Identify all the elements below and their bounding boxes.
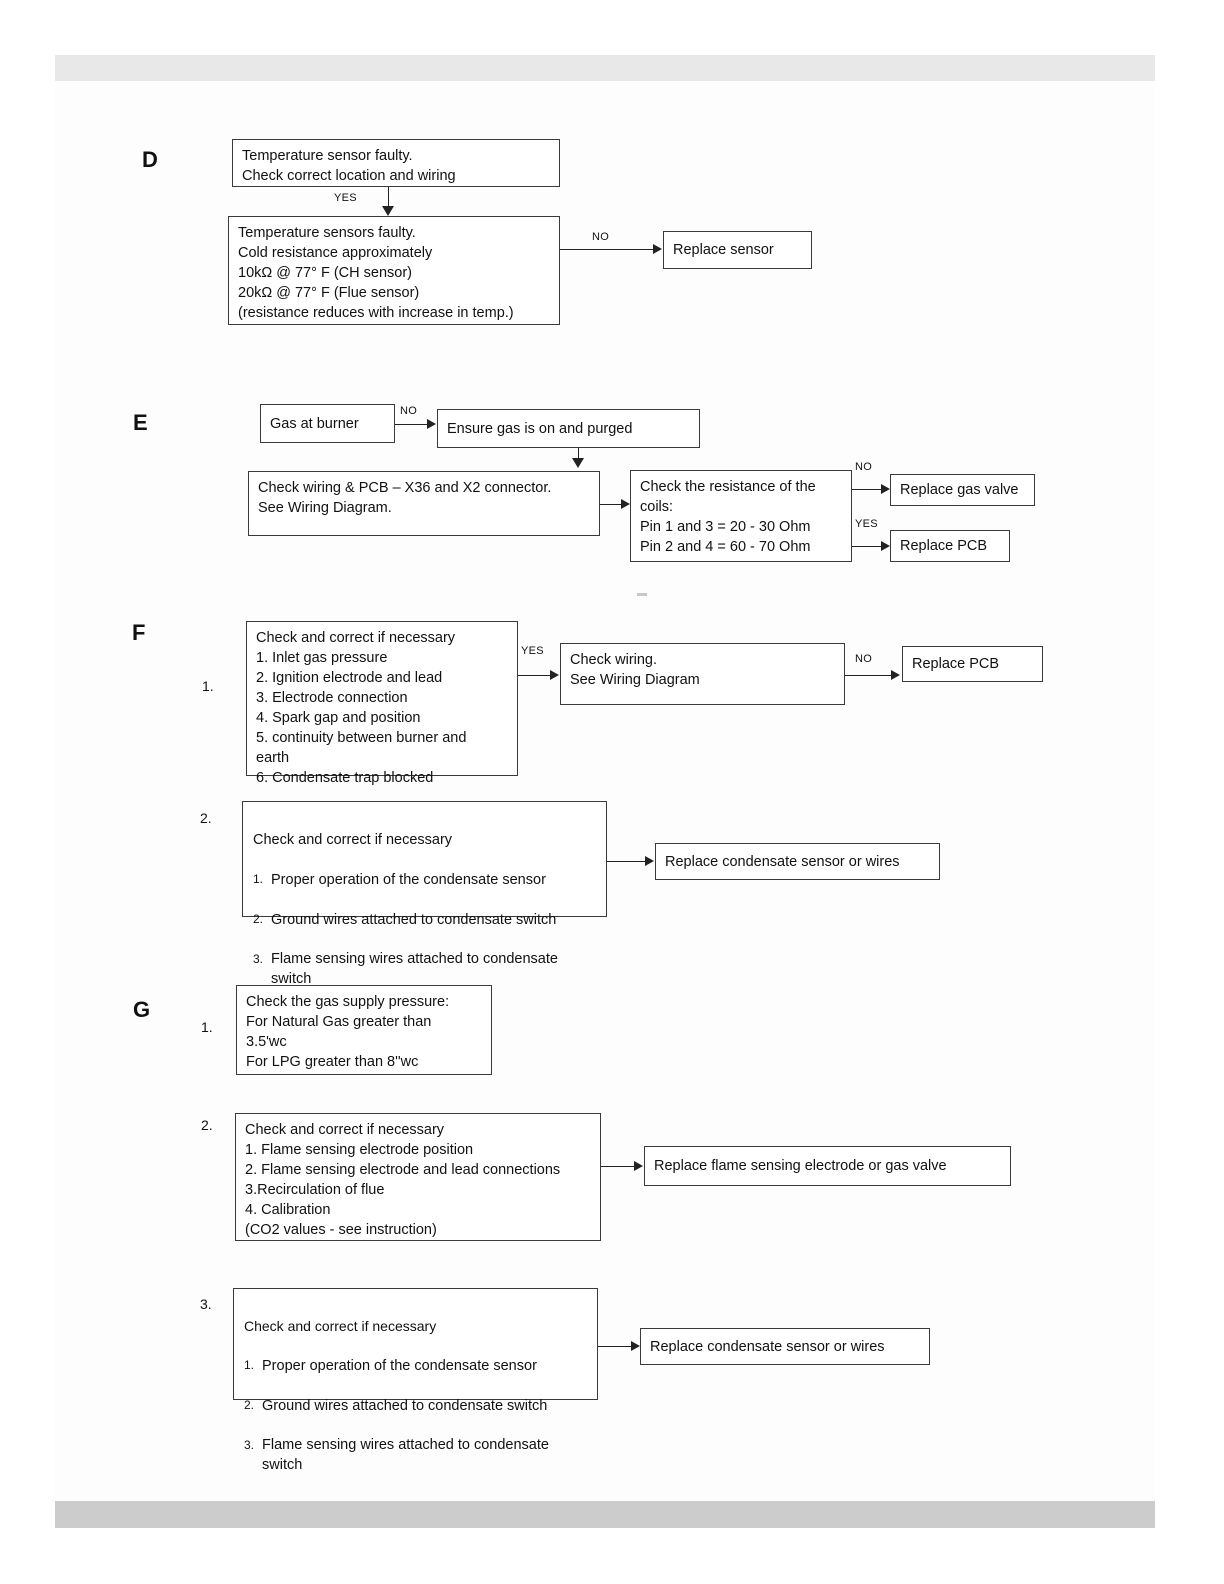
- connector-d-yes-arrowhead: [382, 206, 394, 216]
- box-f2-list-item: 3. Flame sensing wires attached to conde…: [253, 950, 596, 989]
- page-content-area: [55, 81, 1155, 1501]
- box-temperature-sensor-faulty: Temperature sensor faulty. Check correct…: [232, 139, 560, 187]
- connector-e-no-coils-arrowhead: [881, 484, 890, 494]
- edge-label-e-no-coils: NO: [855, 461, 873, 473]
- sub-number-f1: 1.: [202, 678, 214, 694]
- section-letter-d: D: [142, 147, 159, 172]
- box-temperature-sensors-detail: Temperature sensors faulty. Cold resista…: [228, 216, 560, 325]
- box-f2-replace-condensate-sensor: Replace condensate sensor or wires: [655, 843, 940, 880]
- connector-f2-arrowhead: [645, 856, 654, 866]
- box-replace-gas-valve: Replace gas valve: [890, 474, 1035, 506]
- connector-g2-arrowhead: [634, 1161, 643, 1171]
- box-g2-flame-sensing-checks: Check and correct if necessary 1. Flame …: [235, 1113, 601, 1241]
- box-f2-heading: Check and correct if necessary: [253, 832, 453, 848]
- box-g3-list-num-3: 3.: [244, 1438, 255, 1453]
- box-g3-list-item: 2. Ground wires attached to condensate s…: [244, 1396, 587, 1416]
- box-g3-list-text-2: Ground wires attached to condensate swit…: [262, 1398, 548, 1415]
- edge-label-d-no: NO: [592, 231, 610, 243]
- connector-f1-yes-line: [518, 675, 552, 676]
- connector-e-no-burner-arrowhead: [427, 419, 436, 429]
- box-f2-list-num-1: 1.: [253, 872, 264, 886]
- box-f2-list-text-3: Flame sensing wires attached to condensa…: [271, 951, 558, 987]
- box-g3-list-num-2: 2.: [244, 1398, 255, 1413]
- section-letter-e: E: [133, 410, 149, 435]
- box-g3-replace-condensate-sensor: Replace condensate sensor or wires: [640, 1328, 930, 1365]
- connector-f1-no-arrowhead: [891, 670, 900, 680]
- connector-d-no-arrowhead: [653, 244, 662, 254]
- box-f2-list-text-1: Proper operation of the condensate senso…: [271, 872, 546, 888]
- connector-d-yes-line: [388, 187, 389, 213]
- box-f1-check-wiring: Check wiring. See Wiring Diagram: [560, 643, 845, 705]
- box-g3-replace-condensate-sensor-text: Replace condensate sensor or wires: [650, 1338, 885, 1355]
- box-g3-condensate-checks: Check and correct if necessary 1. Proper…: [233, 1288, 598, 1473]
- sub-number-f2: 2.: [200, 810, 212, 826]
- box-ensure-gas-on-purged-text: Ensure gas is on and purged: [447, 420, 633, 437]
- connector-e-down-line: [578, 448, 579, 462]
- box-f1-replace-pcb: Replace PCB: [902, 646, 1043, 682]
- box-replace-sensor: Replace sensor: [663, 231, 812, 269]
- sub-number-g3: 3.: [200, 1296, 212, 1312]
- scan-artifact: [637, 593, 647, 596]
- box-ensure-gas-on-purged: Ensure gas is on and purged: [437, 409, 700, 448]
- connector-e-yes-coils-arrowhead: [881, 541, 890, 551]
- connector-f1-no-line: [845, 675, 893, 676]
- box-check-wiring-pcb-x36: Check wiring & PCB – X36 and X2 connecto…: [248, 471, 600, 536]
- sub-number-g1: 1.: [201, 1019, 213, 1035]
- box-replace-pcb-section-e: Replace PCB: [890, 530, 1010, 562]
- box-gas-at-burner: Gas at burner: [260, 404, 395, 443]
- connector-e-no-burner-line: [395, 424, 429, 425]
- edge-label-d-yes: YES: [334, 192, 357, 204]
- connector-d-no-line: [560, 249, 655, 250]
- box-g2-replace-flame-electrode-text: Replace flame sensing electrode or gas v…: [654, 1158, 947, 1174]
- sub-number-g2: 2.: [201, 1117, 213, 1133]
- box-gas-at-burner-text: Gas at burner: [270, 415, 359, 432]
- box-g3-heading: Check and correct if necessary: [244, 1318, 437, 1334]
- box-g1-gas-supply-pressure: Check the gas supply pressure: For Natur…: [236, 985, 492, 1075]
- box-f1-check-and-correct-list: Check and correct if necessary 1. Inlet …: [246, 621, 518, 786]
- box-f1-replace-pcb-text: Replace PCB: [912, 656, 1000, 672]
- connector-f2-line: [607, 861, 647, 862]
- box-replace-pcb-section-e-text: Replace PCB: [900, 538, 988, 554]
- box-g3-list-item: 3. Flame sensing wires attached to conde…: [244, 1436, 587, 1475]
- connector-g3-line: [598, 1346, 633, 1347]
- box-replace-sensor-text: Replace sensor: [673, 242, 774, 258]
- box-replace-gas-valve-text: Replace gas valve: [900, 482, 1019, 498]
- box-f2-list-text-2: Ground wires attached to condensate swit…: [271, 912, 557, 928]
- box-f2-replace-condensate-sensor-text: Replace condensate sensor or wires: [665, 853, 900, 870]
- edge-label-f1-yes: YES: [521, 645, 544, 657]
- section-letter-f: F: [132, 620, 146, 645]
- page-footer-bar: [55, 1501, 1155, 1528]
- box-check-coil-resistance: Check the resistance of the coils: Pin 1…: [630, 470, 852, 562]
- connector-g3-arrowhead: [631, 1341, 640, 1351]
- box-g2-replace-flame-electrode: Replace flame sensing electrode or gas v…: [644, 1146, 1011, 1186]
- box-f2-list-item: 2. Ground wires attached to condensate s…: [253, 910, 596, 930]
- box-f2-list-num-2: 2.: [253, 912, 264, 926]
- box-f2-list-num-3: 3.: [253, 952, 264, 966]
- box-g3-list-num-1: 1.: [244, 1358, 255, 1373]
- edge-label-e-yes-coils: YES: [855, 518, 878, 530]
- box-g3-list-item: 1. Proper operation of the condensate se…: [244, 1356, 587, 1376]
- box-g3-list-text-1: Proper operation of the condensate senso…: [262, 1358, 537, 1375]
- connector-e-to-coils-line: [600, 504, 624, 505]
- box-f2-condensate-checks: Check and correct if necessary 1. Proper…: [242, 801, 607, 987]
- connector-g2-line: [601, 1166, 636, 1167]
- edge-label-e-no-burner: NO: [400, 405, 418, 417]
- connector-f1-yes-arrowhead: [550, 670, 559, 680]
- section-letter-g: G: [133, 997, 151, 1022]
- edge-label-f1-no: NO: [855, 653, 873, 665]
- connector-e-down-arrowhead: [572, 458, 584, 468]
- box-f2-list-item: 1. Proper operation of the condensate se…: [253, 870, 596, 890]
- connector-e-to-coils-arrowhead: [621, 499, 630, 509]
- page-header-bar: [55, 55, 1155, 81]
- connector-e-yes-coils-line: [852, 546, 884, 547]
- connector-e-no-coils-line: [852, 489, 884, 490]
- box-g3-list-text-3: Flame sensing wires attached to condensa…: [262, 1437, 549, 1473]
